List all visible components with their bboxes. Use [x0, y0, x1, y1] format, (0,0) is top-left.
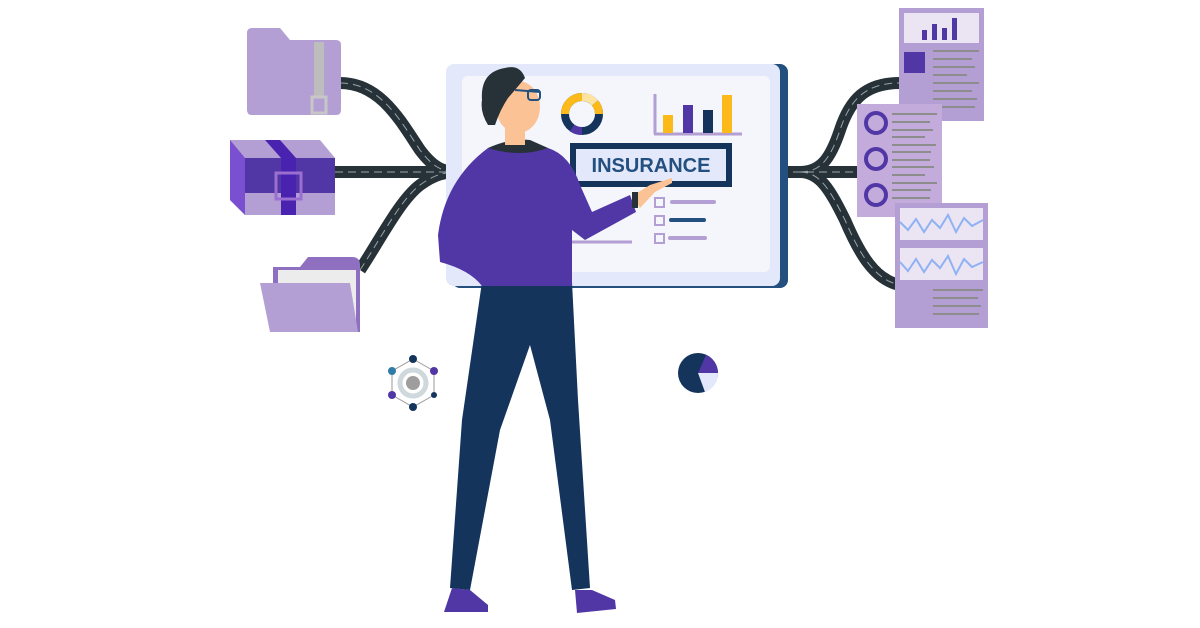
right-roads [780, 77, 902, 291]
pie-chart-icon [678, 353, 719, 393]
zip-folder-icon [247, 28, 341, 115]
left-roads [335, 77, 461, 274]
line-chart-document-icon [895, 203, 988, 328]
donut-report-document-icon [857, 104, 942, 217]
open-folder-icon [260, 257, 360, 332]
bar-report-document-icon [899, 8, 984, 121]
insurance-label: INSURANCE [592, 155, 711, 177]
donut-chart-icon [561, 92, 604, 135]
left-shoe-icon [444, 588, 488, 612]
checklist-icon [654, 197, 716, 244]
network-hexagon-icon [388, 355, 438, 411]
right-shoe-icon [575, 590, 616, 613]
bar-chart-icon [653, 94, 742, 136]
person-figure [438, 67, 672, 613]
package-box-icon [230, 140, 335, 215]
